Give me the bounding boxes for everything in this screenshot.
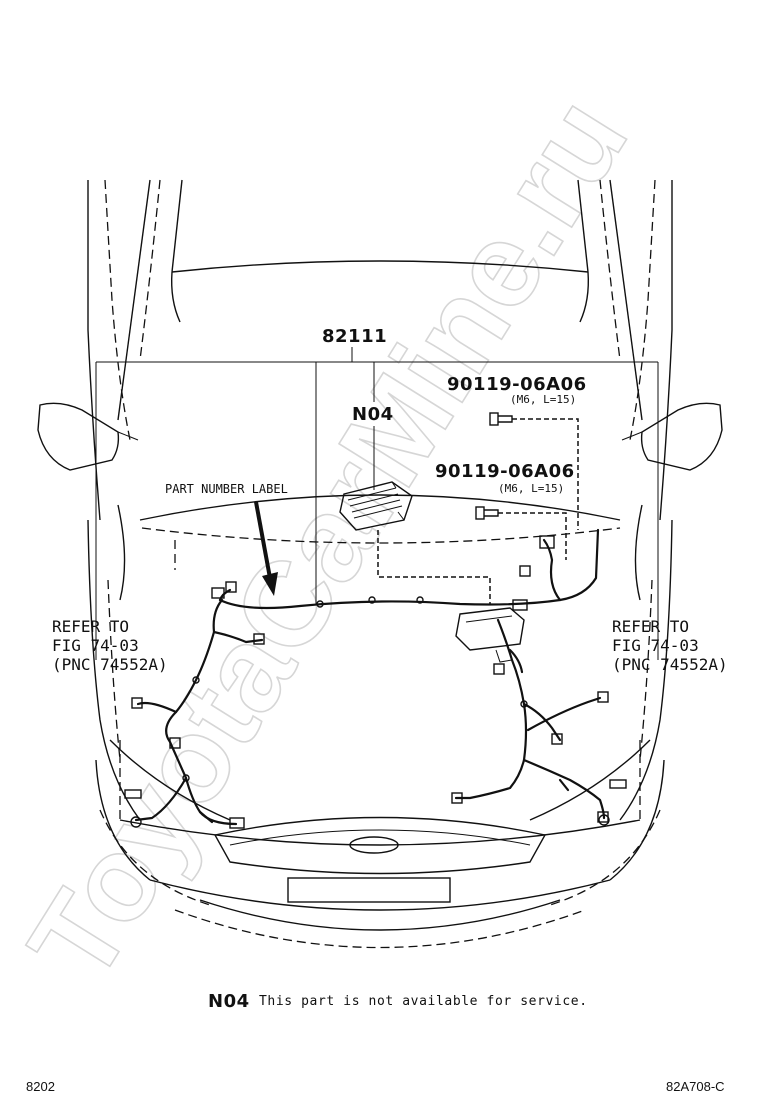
bolt-lower-part-number: 90119-06A06 <box>435 461 575 482</box>
part-number-label-arrow <box>254 501 278 596</box>
assembly-part-number: 82111 <box>322 326 387 347</box>
refer-right-label: REFER TO FIG 74-03 (PNC 74552A) <box>612 617 728 674</box>
bolt-upper-leader <box>512 418 579 530</box>
part-number-label-text: PART NUMBER LABEL <box>165 482 288 496</box>
bolt-upper-icon <box>489 412 513 426</box>
ecu-leader <box>377 530 491 605</box>
refer-left-label: REFER TO FIG 74-03 (PNC 74552A) <box>52 617 168 674</box>
refer-right-line1: REFER TO <box>612 617 689 636</box>
refer-left-line1: REFER TO <box>52 617 129 636</box>
refer-left-line3: (PNC 74552A) <box>52 655 168 674</box>
bolt-lower-icon <box>475 506 499 520</box>
bolt-lower-leader <box>498 512 567 560</box>
refer-left-line2: FIG 74-03 <box>52 636 139 655</box>
watermark: ToyotaCarMine.ru <box>3 75 653 1004</box>
note-text: This part is not available for service. <box>259 994 588 1009</box>
bolt-lower-spec: (M6, L=15) <box>498 482 564 495</box>
component-code: N04 <box>352 404 394 425</box>
ecu-module <box>339 481 413 531</box>
relay-block <box>455 607 525 663</box>
page-code: 8202 <box>26 1079 55 1094</box>
engine-room-harness <box>134 528 606 826</box>
vehicle-outline <box>37 179 723 949</box>
figure-code: 82A708-C <box>666 1079 725 1094</box>
note-code: N04 <box>208 991 250 1012</box>
refer-right-line3: (PNC 74552A) <box>612 655 728 674</box>
bolt-upper-spec: (M6, L=15) <box>510 393 576 406</box>
bolt-upper-part-number: 90119-06A06 <box>447 374 587 395</box>
refer-right-line2: FIG 74-03 <box>612 636 699 655</box>
assembly-bracket <box>95 347 659 660</box>
harness-connectors <box>131 535 609 829</box>
